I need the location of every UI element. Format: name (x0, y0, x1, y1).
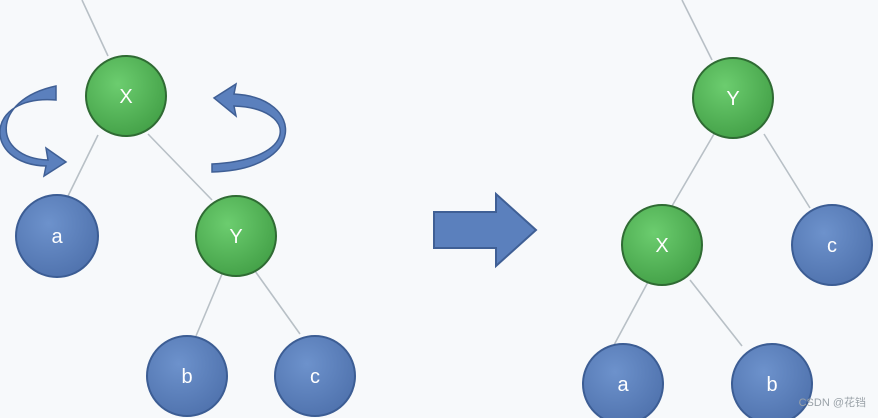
rotate-right-arrow-icon (211, 82, 287, 173)
node-c-after: c (791, 204, 873, 286)
node-y-after-label: Y (726, 88, 739, 110)
node-y-before: Y (195, 195, 277, 277)
node-a-before: a (15, 194, 99, 278)
node-c-before: c (274, 335, 356, 417)
node-b-before-label: b (181, 366, 192, 388)
node-x-before: X (85, 55, 167, 137)
edge-parent-to-x (81, 0, 109, 57)
edge-parent-to-y (681, 0, 713, 61)
node-a-after: a (582, 343, 664, 418)
node-y-after: Y (692, 57, 774, 139)
node-x-after: X (621, 204, 703, 286)
edge-x-to-a (67, 134, 99, 197)
edge-y-to-c (254, 270, 301, 335)
node-x-before-label: X (119, 86, 132, 108)
edge-x-to-b-after (689, 279, 743, 347)
node-a-after-label: a (617, 374, 629, 396)
after-tree: Y X c a b (582, 0, 873, 418)
node-c-before-label: c (310, 366, 320, 388)
edge-y-to-c-after (763, 133, 811, 209)
before-tree: X a Y b c (0, 0, 356, 417)
node-x-after-label: X (655, 235, 668, 257)
edge-x-to-y (147, 133, 213, 201)
watermark: CSDN @花铛 (798, 397, 866, 409)
rotate-left-arrow-icon (0, 85, 68, 178)
edge-y-to-x (671, 133, 715, 207)
edge-x-to-a-after (613, 281, 649, 346)
node-b-before: b (146, 335, 228, 417)
node-c-after-label: c (827, 235, 837, 257)
node-y-before-label: Y (229, 226, 242, 248)
node-a-before-label: a (51, 226, 63, 248)
transform-right-arrow-icon (433, 191, 538, 269)
edge-y-to-b (195, 273, 223, 337)
node-b-after-label: b (766, 374, 777, 396)
node-b-after: b (731, 343, 813, 418)
